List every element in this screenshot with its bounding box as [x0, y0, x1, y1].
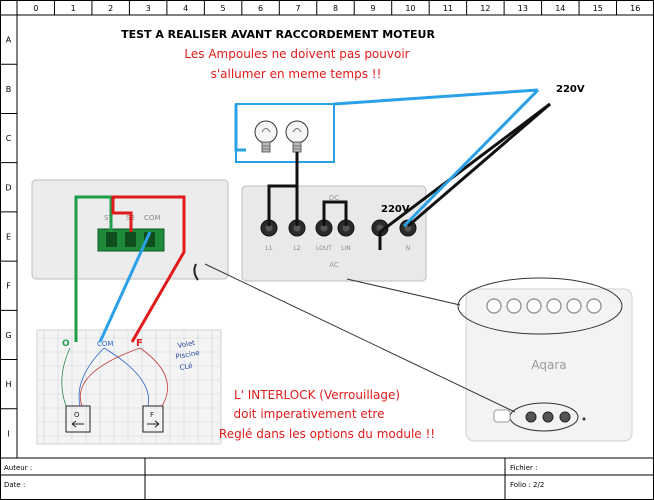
switch-label-com: COM — [144, 214, 160, 222]
pointer-line-terminals — [346, 278, 461, 306]
footer-date-label: Date : — [4, 481, 25, 489]
aqara-terminal-hole — [586, 298, 602, 314]
module-terminal: LIN — [337, 219, 355, 252]
sketch-box-open-label: O — [74, 411, 80, 419]
sketch-label-com: COM — [97, 340, 113, 348]
sketch-box-close-label: F — [150, 411, 154, 419]
switch-cable — [193, 263, 199, 281]
column-header: 5 — [221, 4, 226, 13]
aqara-terminal-hole — [566, 298, 582, 314]
aqara-module-photo — [465, 288, 633, 442]
row-header: D — [5, 183, 11, 192]
row-header: F — [6, 282, 11, 291]
column-header: 14 — [555, 4, 565, 13]
row-header: B — [6, 85, 12, 94]
aqara-terminal-hole — [486, 298, 502, 314]
module-terminal: L1 — [260, 219, 278, 252]
sketch-label-f: F — [136, 338, 143, 349]
module-terminal-label: L1 — [265, 245, 272, 252]
row-header: H — [5, 380, 11, 389]
bulb-1-icon — [254, 120, 278, 153]
column-header: 11 — [443, 4, 453, 13]
column-header: 2 — [108, 4, 113, 13]
module-terminal-label: LIN — [341, 245, 351, 252]
arrow-right-icon — [147, 420, 160, 428]
pointer-line-switch — [204, 263, 516, 413]
aqara-terminal-holes — [486, 298, 602, 314]
column-header: 4 — [183, 4, 188, 13]
title-block — [0, 457, 654, 500]
column-header: 8 — [333, 4, 338, 13]
column-header: 0 — [33, 4, 38, 13]
interlock-line-1: L' INTERLOCK (Verrouillage) — [234, 388, 400, 402]
aqara-terminal-hole — [506, 298, 522, 314]
switch-label-st: ST — [104, 214, 113, 222]
sketch-note-1: Volet — [177, 339, 196, 350]
arrow-left-icon — [71, 420, 84, 428]
row-header: C — [6, 134, 12, 143]
module-ac-label: AC — [329, 261, 339, 269]
column-header: 9 — [370, 4, 375, 13]
voltage-label-top: 220V — [556, 84, 585, 95]
aqara-terminal-zoom-ellipse — [457, 277, 623, 335]
sketch-photo — [36, 329, 222, 445]
voltage-label-module: 220V — [381, 204, 410, 215]
module-terminal: LOUT — [315, 219, 333, 252]
sketch-box-open — [65, 405, 91, 433]
sketch-label-o: O — [62, 339, 70, 349]
sketch-grid — [38, 331, 220, 443]
column-header: 12 — [480, 4, 490, 13]
module-terminal-label: LOUT — [316, 245, 332, 252]
column-header: 3 — [146, 4, 151, 13]
module-terminal-label: N — [406, 245, 411, 252]
footer-author-label: Auteur : — [4, 464, 32, 472]
row-header: I — [7, 429, 9, 438]
interlock-line-2: doit imperativement etre — [234, 407, 385, 421]
aqara-terminal-hole — [526, 298, 542, 314]
aqara-terminal-hole — [546, 298, 562, 314]
column-header: 13 — [518, 4, 528, 13]
column-header: 16 — [630, 4, 640, 13]
warning-line-2: s'allumer en meme temps !! — [211, 67, 382, 81]
module-terminal-label: L2 — [293, 245, 300, 252]
footer-file-label: Fichier : — [510, 464, 537, 472]
row-header: A — [6, 36, 12, 45]
sheet-title: TEST A REALISER AVANT RACCORDEMENT MOTEU… — [121, 28, 435, 41]
sketch-box-close — [142, 405, 164, 433]
row-header: E — [6, 233, 11, 242]
brand-logo: Aqara — [531, 358, 566, 372]
column-header: 1 — [71, 4, 76, 13]
interlock-line-3: Reglé dans les options du module !! — [219, 427, 435, 441]
sketch-note-3: CLé — [179, 362, 193, 372]
column-header: 10 — [405, 4, 415, 13]
wire-layer — [74, 88, 551, 343]
column-header: 7 — [295, 4, 300, 13]
column-header: 15 — [593, 4, 603, 13]
footer-folio-label: Folio : 2/2 — [510, 481, 544, 489]
row-header: G — [5, 331, 11, 340]
module-dc-label: DC — [329, 194, 339, 202]
column-header: 6 — [258, 4, 263, 13]
relay-module-photo — [241, 185, 427, 282]
warning-line-1: Les Ampoules ne doivent pas pouvoir — [184, 47, 409, 61]
